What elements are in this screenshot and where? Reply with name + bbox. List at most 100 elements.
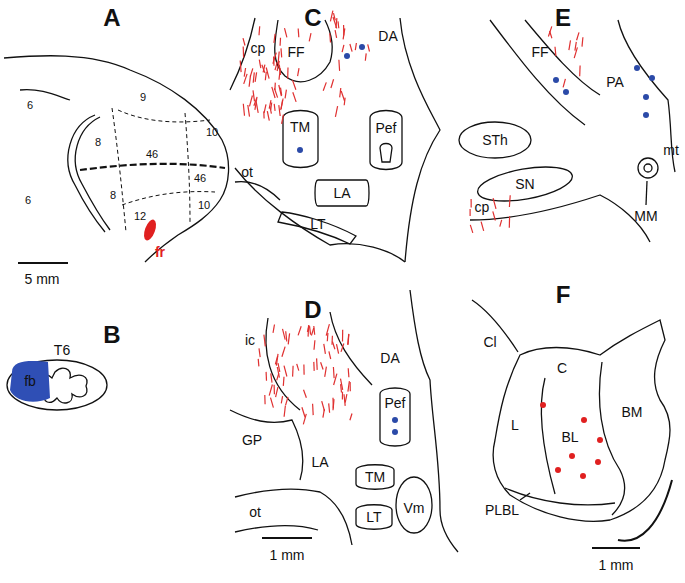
fiber-mark xyxy=(340,384,342,392)
region-label: T6 xyxy=(54,343,70,357)
fiber-mark xyxy=(342,45,344,52)
fiber-mark xyxy=(348,368,350,377)
fiber-mark xyxy=(286,331,287,341)
fiber-mark xyxy=(345,394,347,403)
fiber-mark xyxy=(283,329,286,340)
panel-letter: A xyxy=(103,6,120,30)
fiber-mark xyxy=(250,96,253,107)
fiber-mark xyxy=(282,115,284,124)
region-label: DA xyxy=(380,351,399,365)
region-label: GP xyxy=(242,433,262,447)
fiber-mark xyxy=(470,225,473,233)
fiber-mark xyxy=(283,377,285,386)
fiber-mark xyxy=(500,220,502,227)
fiber-mark xyxy=(274,34,275,43)
region-label: TM xyxy=(290,120,310,134)
fiber-mark xyxy=(303,364,304,374)
fiber-mark xyxy=(335,30,337,38)
fiber-mark xyxy=(309,33,311,41)
region-label: L xyxy=(511,418,519,432)
fiber-mark xyxy=(312,404,314,415)
fiber-mark xyxy=(259,348,260,357)
fiber-mark xyxy=(581,37,583,46)
region-label: C xyxy=(557,361,567,375)
fiber-mark xyxy=(266,68,269,79)
region-label: LT xyxy=(310,217,325,231)
fiber-mark xyxy=(342,330,343,342)
fiber-mark xyxy=(343,28,345,39)
fiber-mark xyxy=(329,33,331,42)
fiber-mark xyxy=(342,392,343,400)
region-label: PA xyxy=(606,75,624,89)
fiber-mark xyxy=(323,82,326,90)
fiber-mark xyxy=(285,90,286,99)
panel-letter: C xyxy=(304,6,321,30)
fiber-mark xyxy=(264,395,266,404)
fiber-mark xyxy=(298,326,301,335)
region-label: BM xyxy=(622,405,643,419)
fiber-mark xyxy=(304,390,307,398)
fiber-mark xyxy=(493,211,496,220)
fiber-mark xyxy=(329,351,331,359)
fiber-mark xyxy=(350,382,351,391)
fiber-mark xyxy=(284,406,285,417)
fiber-mark xyxy=(264,335,265,347)
region-label: Pef xyxy=(375,121,396,135)
fiber-mark xyxy=(281,88,282,96)
fiber-mark xyxy=(271,373,272,382)
fiber-mark xyxy=(324,344,326,354)
fiber-mark xyxy=(509,216,511,227)
fiber-mark xyxy=(243,104,244,116)
fiber-mark xyxy=(333,17,337,28)
fiber-mark xyxy=(276,387,278,397)
fiber-mark xyxy=(350,44,352,52)
fiber-mark xyxy=(330,11,333,22)
region-label: LA xyxy=(333,186,350,200)
fiber-mark xyxy=(307,325,309,332)
fiber-mark xyxy=(275,62,277,70)
fiber-mark xyxy=(577,32,579,40)
fiber-mark xyxy=(279,85,282,96)
region-label: ot xyxy=(249,505,261,519)
fiber-mark xyxy=(259,60,261,69)
region-label: STh xyxy=(482,133,508,147)
fiber-mark xyxy=(284,366,287,377)
fiber-mark xyxy=(341,344,344,352)
fiber-mark xyxy=(321,362,324,369)
fiber-mark xyxy=(270,106,272,114)
region-label: FF xyxy=(287,45,304,59)
fiber-mark xyxy=(310,326,311,335)
fiber-mark xyxy=(333,399,334,410)
fiber-mark xyxy=(250,68,253,76)
region-label: fb xyxy=(24,374,36,388)
fiber-mark xyxy=(308,325,310,336)
fiber-mark xyxy=(286,397,288,405)
region-label: fr xyxy=(155,245,165,259)
fiber-mark xyxy=(298,68,299,76)
fiber-mark xyxy=(287,68,288,79)
region-label: 1 mm xyxy=(599,558,634,572)
fiber-mark xyxy=(548,26,551,36)
region-label: DA xyxy=(378,29,397,43)
fiber-mark xyxy=(255,72,257,82)
fiber-mark xyxy=(258,359,260,367)
fiber-mark xyxy=(243,38,245,45)
region-label: 10 xyxy=(198,200,210,211)
region-label: Vm xyxy=(404,501,425,515)
fiber-mark xyxy=(348,334,350,345)
fiber-mark xyxy=(258,26,260,35)
fiber-mark xyxy=(341,91,344,101)
fiber-mark xyxy=(579,65,581,76)
fiber-mark xyxy=(266,372,268,381)
fiber-mark xyxy=(322,401,325,411)
fiber-mark xyxy=(298,29,300,38)
fiber-mark xyxy=(355,43,356,50)
fiber-mark xyxy=(348,381,350,392)
region-label: ot xyxy=(241,165,253,179)
region-label: MM xyxy=(634,209,657,223)
fiber-mark xyxy=(344,394,345,406)
region-label: 5 mm xyxy=(25,272,60,286)
fiber-mark xyxy=(316,358,318,370)
fiber-mark xyxy=(269,385,272,396)
